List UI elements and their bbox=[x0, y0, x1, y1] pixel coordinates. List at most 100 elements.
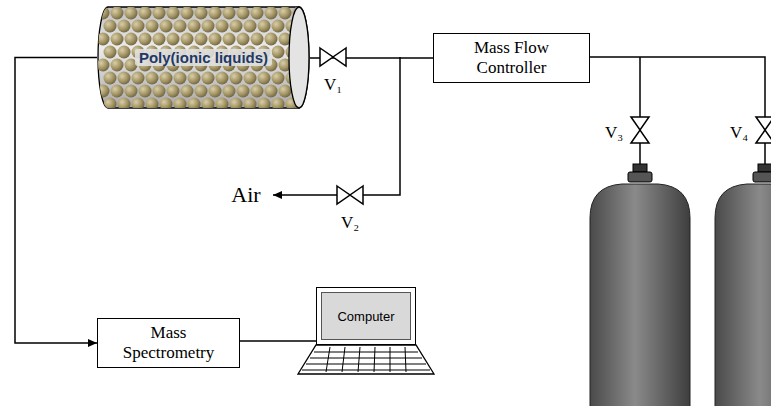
sorbent-bead bbox=[153, 7, 166, 20]
sorbent-bead bbox=[167, 85, 180, 98]
sorbent-bead bbox=[104, 98, 117, 111]
sorbent-bead bbox=[146, 98, 159, 111]
sorbent-bead bbox=[125, 33, 138, 46]
sorbent-bead bbox=[97, 33, 110, 46]
sorbent-bead bbox=[272, 20, 285, 33]
sorbent-bead bbox=[209, 85, 222, 98]
sorbent-bead bbox=[146, 72, 159, 85]
sorbent-bead bbox=[160, 98, 173, 111]
node-text: Mass Flow Controller bbox=[441, 38, 582, 77]
sorbent-bead bbox=[258, 20, 271, 33]
sorbent-bead bbox=[209, 7, 222, 20]
sorbent-bead bbox=[244, 72, 257, 85]
sorbent-bead bbox=[97, 7, 110, 20]
supply-line bbox=[590, 57, 765, 172]
sorbent-bead bbox=[111, 33, 124, 46]
valve-symbol bbox=[756, 117, 771, 143]
sorbent-bead bbox=[223, 33, 236, 46]
sorbent-bead bbox=[209, 33, 222, 46]
sorbent-bead bbox=[279, 85, 292, 98]
sorbent-bead bbox=[272, 46, 285, 59]
process-box: Mass Flow Controller bbox=[433, 33, 590, 83]
sorbent-bead bbox=[272, 72, 285, 85]
sorbent-bead bbox=[111, 85, 124, 98]
sorbent-bead bbox=[181, 33, 194, 46]
sorbent-bead bbox=[202, 72, 215, 85]
sorbent-bead bbox=[181, 7, 194, 20]
node-text: Computer bbox=[337, 309, 394, 324]
sorbent-bead bbox=[118, 46, 131, 59]
sorbent-bead bbox=[118, 20, 131, 33]
sorbent-bead bbox=[146, 20, 159, 33]
sorbent-bead bbox=[132, 98, 145, 111]
sorbent-bead bbox=[160, 72, 173, 85]
gas-cylinder bbox=[715, 164, 771, 406]
sorbent-bead bbox=[139, 85, 152, 98]
valve-label: V₁ bbox=[324, 76, 342, 93]
sorbent-bead bbox=[265, 33, 278, 46]
valve-symbol bbox=[631, 117, 649, 143]
connector bbox=[15, 58, 97, 344]
sorbent-bead bbox=[139, 7, 152, 20]
sorbent-bead bbox=[174, 72, 187, 85]
sorbent-bead bbox=[174, 98, 187, 111]
sorbent-bead bbox=[244, 98, 257, 111]
sorbent-bead bbox=[97, 85, 110, 98]
sorbent-bead bbox=[258, 98, 271, 111]
sorbent-bead bbox=[272, 98, 285, 111]
sorbent-bead bbox=[181, 85, 194, 98]
connector bbox=[240, 340, 316, 342]
sorbent-bead bbox=[118, 98, 131, 111]
sorbent-bead bbox=[251, 7, 264, 20]
sorbent-bead bbox=[195, 85, 208, 98]
sorbent-bead bbox=[244, 20, 257, 33]
packed-column: Poly(ionic liquids) bbox=[97, 5, 310, 110]
valve-label: V₂ bbox=[341, 214, 359, 231]
sorbent-bead bbox=[125, 7, 138, 20]
sorbent-bead bbox=[167, 33, 180, 46]
sorbent-bead bbox=[153, 33, 166, 46]
outlet-label: Air bbox=[231, 184, 260, 206]
sorbent-bead bbox=[216, 98, 229, 111]
sorbent-bead bbox=[104, 46, 117, 59]
sorbent-bead bbox=[223, 85, 236, 98]
sorbent-bead bbox=[265, 7, 278, 20]
sorbent-bead bbox=[167, 7, 180, 20]
sorbent-bead bbox=[237, 7, 250, 20]
sorbent-bead bbox=[195, 33, 208, 46]
sorbent-bead bbox=[258, 72, 271, 85]
computer-screen: Computer bbox=[316, 287, 416, 345]
sorbent-bead bbox=[195, 7, 208, 20]
sorbent-bead bbox=[125, 85, 138, 98]
sorbent-bead bbox=[230, 98, 243, 111]
sorbent-bead bbox=[174, 20, 187, 33]
node-text: Mass Spectrometry bbox=[105, 323, 232, 362]
valve-symbol bbox=[320, 48, 346, 66]
sorbent-bead bbox=[188, 72, 201, 85]
sorbent-bead bbox=[97, 59, 110, 72]
sorbent-bead bbox=[118, 72, 131, 85]
sorbent-bead bbox=[230, 72, 243, 85]
sorbent-bead bbox=[237, 33, 250, 46]
sorbent-bead bbox=[132, 72, 145, 85]
sorbent-bead bbox=[104, 72, 117, 85]
sorbent-bead bbox=[237, 85, 250, 98]
sorbent-bead bbox=[265, 85, 278, 98]
sorbent-bead bbox=[111, 59, 124, 72]
node-text: Poly(ionic liquids) bbox=[135, 49, 272, 66]
sorbent-bead bbox=[132, 20, 145, 33]
sorbent-bead bbox=[251, 85, 264, 98]
sorbent-bead bbox=[216, 20, 229, 33]
sorbent-bead bbox=[230, 20, 243, 33]
sorbent-bead bbox=[202, 20, 215, 33]
laptop-keyboard bbox=[298, 345, 434, 374]
process-box: Mass Spectrometry bbox=[97, 318, 240, 368]
valve-symbol bbox=[337, 186, 363, 204]
sorbent-bead bbox=[188, 98, 201, 111]
sorbent-bead bbox=[216, 72, 229, 85]
sorbent-bead bbox=[111, 7, 124, 20]
gas-cylinder bbox=[590, 164, 690, 406]
sorbent-bead bbox=[160, 20, 173, 33]
sorbent-bead bbox=[188, 20, 201, 33]
